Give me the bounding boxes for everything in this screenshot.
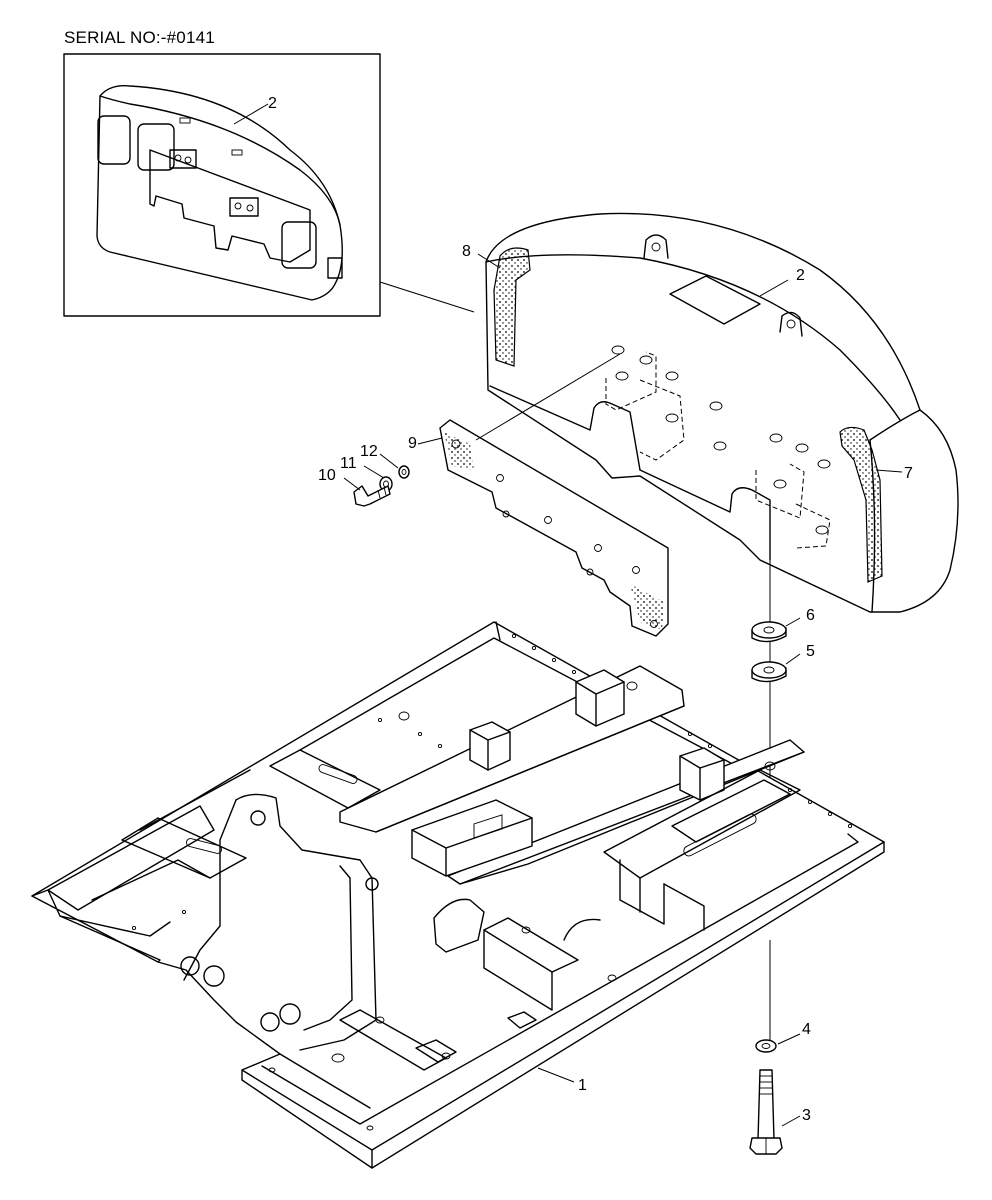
callout-7: 7	[904, 465, 913, 482]
upper-frame	[31, 621, 885, 1169]
inset-counterweight	[96, 85, 343, 301]
serial-number-label: SERIAL NO:-#0141	[64, 28, 215, 47]
callout-8: 8	[462, 243, 471, 260]
callout-12: 12	[360, 443, 378, 460]
callout-2: 2	[796, 267, 805, 284]
callout-9: 9	[408, 435, 417, 452]
callout-4: 4	[802, 1021, 811, 1038]
washers-5-6	[751, 504, 801, 780]
cover-plate	[417, 353, 669, 637]
inset-box	[63, 53, 475, 317]
bolt-assembly	[343, 453, 410, 507]
callout-6: 6	[806, 607, 815, 624]
callout-1: 1	[578, 1077, 587, 1094]
frame-bolt-holes	[131, 633, 853, 931]
bolt-3-washer-4	[749, 940, 801, 1155]
callout-5: 5	[806, 643, 815, 660]
callout-11: 11	[340, 455, 357, 472]
counterweight	[477, 212, 959, 613]
callout-10: 10	[318, 467, 336, 484]
callout-2-inset: 2	[268, 95, 277, 112]
callout-3: 3	[802, 1107, 811, 1124]
counterweight-pins	[611, 345, 831, 535]
